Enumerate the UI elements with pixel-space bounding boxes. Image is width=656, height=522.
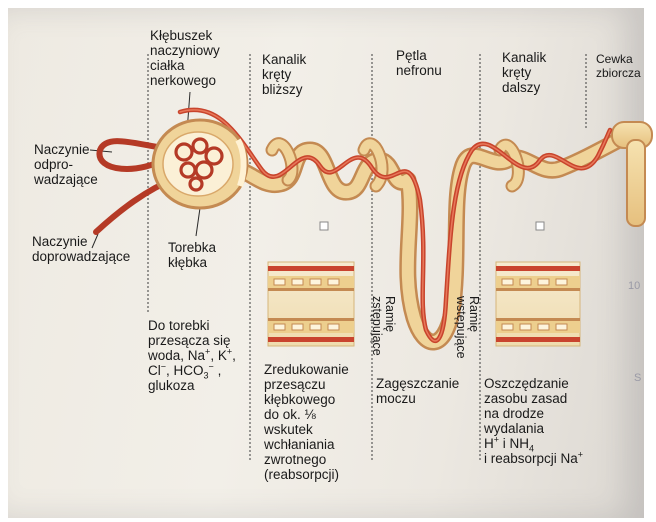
label-loop-of-henle: Pętla nefronu: [396, 48, 442, 78]
background-text-a: S: [634, 372, 641, 384]
collecting-duct-stem: [627, 140, 645, 226]
desc-buffer-line: i reabsorpcji Na+: [484, 451, 614, 466]
renal-corpuscle: [153, 120, 247, 208]
desc-buffer-line: H+ i NH4: [484, 436, 614, 451]
desc-filtration-line: Cl−, HCO3− ,: [148, 363, 258, 378]
desc-filtration: Do torebki przesącza się woda, Na+, K+, …: [148, 318, 258, 393]
desc-urine-concentration: Zagęszczanie moczu: [376, 376, 459, 406]
collecting-duct: [612, 122, 652, 226]
label-collecting-duct: Cewka zbiorcza: [596, 52, 641, 80]
desc-buffer-line: zasobu zasad: [484, 391, 614, 406]
section-marker-distal: [536, 222, 544, 230]
label-descending-limb: Ramię zstępujące: [370, 296, 396, 356]
desc-buffer-line: wydalania: [484, 421, 614, 436]
label-bowman-capsule: Torebka kłębka: [168, 240, 216, 270]
label-proximal-tubule: Kanalik kręty bliższy: [262, 52, 306, 97]
label-efferent-vessel: Naczynie odpro- wadzające: [34, 142, 98, 187]
desc-buffer-conservation: Oszczędzanie zasobu zasad na drodze wyda…: [484, 376, 614, 466]
desc-filtration-line: przesącza się: [148, 333, 258, 348]
epithelium-section-distal: [496, 262, 580, 346]
label-glomerulus: Kłębuszek naczyniowy ciałka nerkowego: [150, 28, 220, 88]
desc-filtration-line: Do torebki: [148, 318, 258, 333]
desc-buffer-line: na drodze: [484, 406, 614, 421]
label-ascending-limb: Ramię wstępujące: [454, 296, 480, 359]
capsule-leader: [196, 208, 200, 236]
epithelium-section-proximal: [268, 262, 354, 346]
desc-reabsorption: Zredukowanie przesączu kłębkowego do ok.…: [264, 362, 349, 482]
desc-buffer-line: Oszczędzanie: [484, 376, 614, 391]
section-marker-proximal: [320, 222, 328, 230]
background-text-b: 10: [628, 280, 640, 292]
label-distal-tubule: Kanalik kręty dalszy: [502, 50, 546, 95]
label-afferent-vessel: Naczynie doprowadzające: [32, 234, 130, 264]
